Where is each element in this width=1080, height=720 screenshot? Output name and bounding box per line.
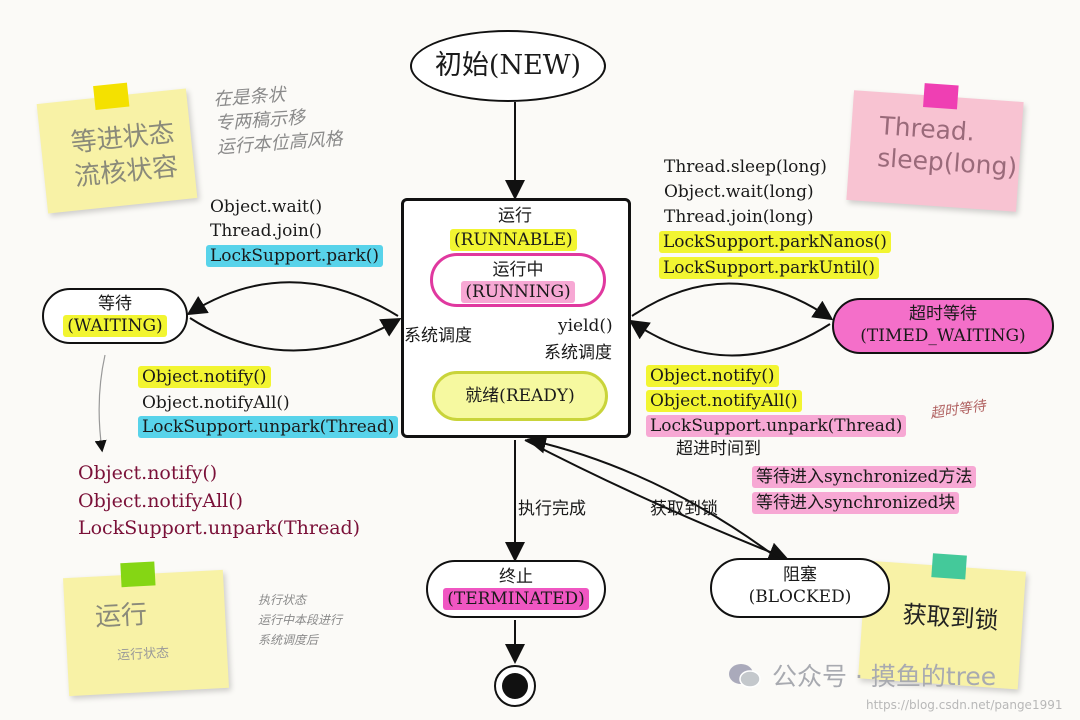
state-runnable: 运行 (RUNNABLE) 运行中 (RUNNING) 就绪(READY) (401, 198, 631, 438)
label-execution-complete: 执行完成 (518, 499, 586, 519)
label-timeout: 超进时间到 (676, 439, 761, 459)
note-bottom-left-subtext: 运行状态 (116, 645, 170, 664)
label-timed-notifyall: Object.notifyAll() (646, 390, 802, 412)
note-bottom-right-text: 获取到锁 (901, 600, 1000, 635)
label-object-wait: Object.wait() (210, 197, 323, 217)
label-locksupport-park: LockSupport.park() (206, 245, 384, 267)
label-thread-join: Thread.join() (210, 221, 323, 241)
label-timed-unpark: LockSupport.unpark(Thread) (646, 415, 907, 437)
note-top-right: Thread. sleep(long) (846, 83, 1024, 212)
note-top-left-scribble: 在是条状 专两稿示移 运行本位高风格 (212, 84, 344, 159)
state-runnable-title: 运行 (498, 206, 532, 226)
note-top-right-text: Thread. sleep(long) (876, 111, 1019, 182)
label-running-to-ready-1: yield() (558, 316, 613, 336)
note-bottom-left: 运行 运行状态 (63, 561, 229, 697)
label-parknanos: LockSupport.parkNanos() (659, 231, 891, 253)
label-waiting-notifyall: Object.notifyAll() (142, 393, 290, 413)
state-waiting-subtitle: (WAITING) (63, 315, 167, 337)
tape (93, 82, 130, 111)
state-blocked-subtitle: (BLOCKED) (748, 587, 852, 607)
label-thread-sleep: Thread.sleep(long) (664, 157, 827, 177)
tape (923, 83, 959, 110)
tape (931, 553, 967, 580)
label-waiting-unpark: LockSupport.unpark(Thread) (138, 416, 399, 438)
state-waiting-title: 等待 (98, 294, 132, 314)
state-terminated: 终止 (TERMINATED) (426, 560, 606, 618)
state-waiting: 等待 (WAITING) (42, 288, 188, 344)
state-timed-waiting-subtitle: (TIMED_WAITING) (860, 326, 1026, 346)
label-thread-join-long: Thread.join(long) (664, 207, 814, 227)
tape (120, 561, 156, 588)
label-maroon-notify: Object.notify() (78, 462, 218, 484)
note-top-left: 等进状态 流核状容 (36, 82, 198, 214)
wechat-icon (728, 662, 762, 690)
label-sync-method: 等待进入synchronized方法 (752, 466, 977, 488)
label-timed-notify: Object.notify() (646, 365, 779, 387)
state-ready-label: 就绪(READY) (465, 386, 575, 406)
state-runnable-subtitle: (RUNNABLE) (450, 229, 577, 251)
state-blocked: 阻塞 (BLOCKED) (710, 558, 890, 618)
label-object-wait-long: Object.wait(long) (664, 182, 814, 202)
note-bottom-left-text: 运行 (94, 599, 148, 633)
watermark-brand: 公众号 · 摸鱼的tree (772, 662, 997, 691)
state-new: 初始(NEW) (410, 30, 606, 102)
state-timed-waiting: 超时等待 (TIMED_WAITING) (832, 298, 1054, 354)
label-running-to-ready-2: 系统调度 (544, 343, 612, 363)
note-top-left-text: 等进状态 流核状容 (69, 117, 180, 193)
state-timed-waiting-title: 超时等待 (909, 304, 977, 324)
label-parkuntil: LockSupport.parkUntil() (659, 257, 879, 279)
state-blocked-title: 阻塞 (783, 565, 817, 585)
watermark-url: https://blog.csdn.net/pange1991 (866, 698, 1063, 712)
label-ready-to-running: 系统调度 (404, 326, 472, 346)
state-terminated-title: 终止 (499, 567, 533, 587)
state-new-label: 初始(NEW) (434, 50, 582, 81)
label-waiting-notify: Object.notify() (138, 366, 271, 388)
label-maroon-notifyall: Object.notifyAll() (78, 490, 244, 512)
label-maroon-unpark: LockSupport.unpark(Thread) (78, 517, 361, 539)
state-running-subtitle: (RUNNING) (461, 281, 575, 303)
label-acquire-lock: 获取到锁 (650, 499, 718, 519)
note-bottom-left-scribble: 执行状态 运行中本段进行 系统调度后 (258, 593, 343, 647)
label-sync-block: 等待进入synchronized块 (752, 492, 960, 514)
state-running: 运行中 (RUNNING) (430, 253, 606, 307)
state-running-title: 运行中 (492, 260, 544, 280)
state-terminated-subtitle: (TERMINATED) (443, 588, 589, 610)
state-ready: 就绪(READY) (432, 371, 608, 421)
